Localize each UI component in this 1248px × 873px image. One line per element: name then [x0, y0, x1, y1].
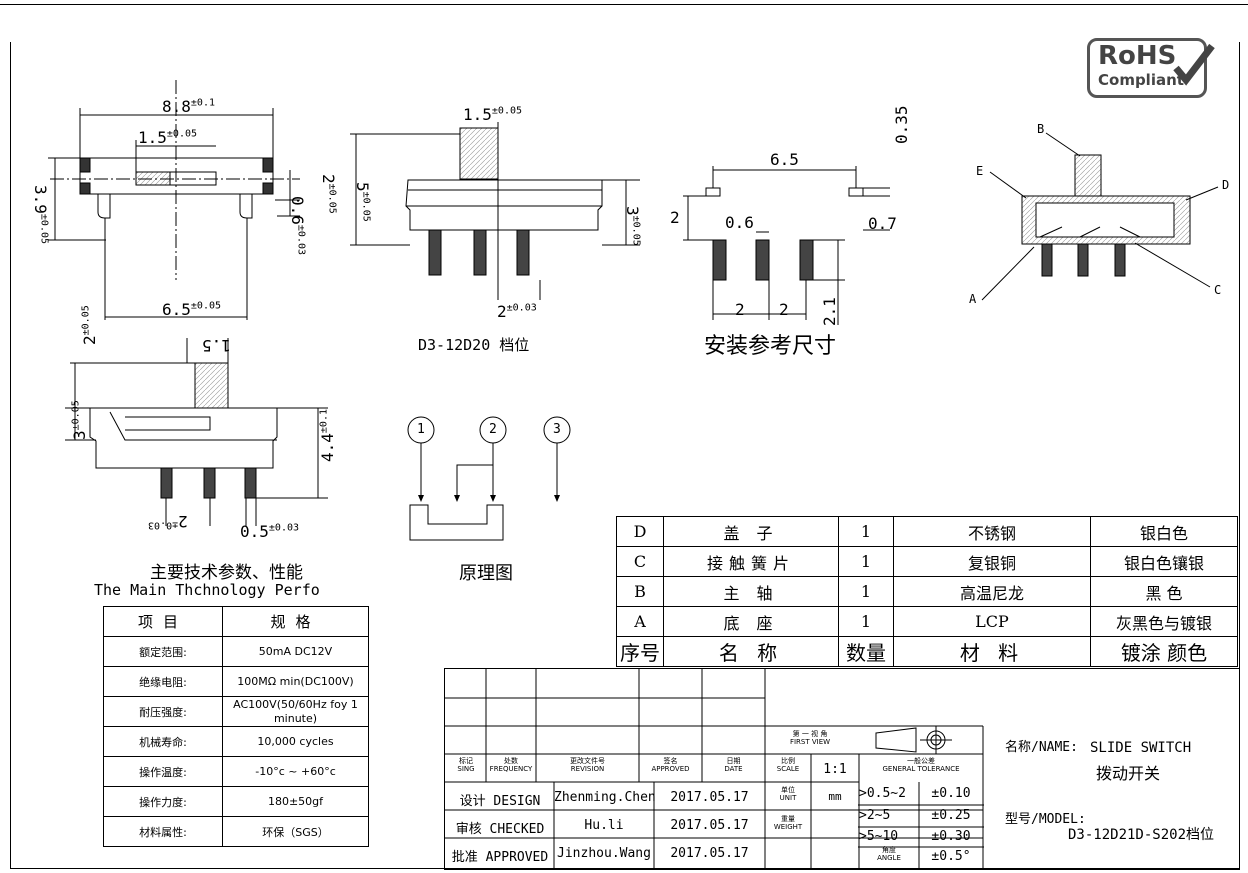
dim-pcb-h1: 0.35 [892, 105, 911, 144]
dim-pcb-pad: 0.6 [725, 213, 754, 232]
title-block [444, 668, 1240, 870]
dim-pcb-len: 2.1 [820, 297, 839, 326]
name-value-cn: 拨动开关 [1096, 764, 1161, 783]
spec-header-value: 规格 [222, 606, 369, 637]
spec-title-cn: 主要技术参数、性能 [150, 563, 303, 583]
name-value-en: SLIDE SWITCH [1090, 740, 1192, 756]
dim-side-knob: 1.5 [202, 336, 231, 355]
spec-title-en: The Main Thchnology Perfo [94, 581, 320, 599]
drawing-frame [10, 42, 1240, 869]
dim-pcb-h2: 2 [670, 208, 680, 227]
dim-side-knob-h: 2±0.05 [80, 305, 99, 345]
table-row: 耐压强度:AC100V(50/60Hz foy 1 minute) [103, 696, 369, 727]
dim-side-body: 3±0.05 [70, 400, 89, 440]
dim-top-pitch: 6.5±0.05 [162, 300, 222, 319]
schematic-node-3: 3 [553, 422, 561, 437]
schematic-node-2: 2 [489, 422, 497, 437]
tolerance-grid [858, 784, 984, 870]
top-border [0, 4, 1248, 5]
tol-value-2: ±0.25 [931, 808, 971, 823]
design-name: Zhenming.Chen [554, 790, 656, 805]
dim-front-pitch: 2±0.03 [497, 302, 537, 321]
rohs-title: RoHS [1098, 41, 1177, 71]
pcb-caption: 安装参考尺寸 [704, 334, 837, 359]
dim-pcb-width: 6.5 [770, 150, 799, 169]
dim-top-height: 3.9±0.05 [31, 185, 50, 245]
dim-top-slot: 2±0.05 [319, 174, 338, 214]
tol-value-3: ±0.30 [931, 829, 971, 844]
design-role: 设计 DESIGN [459, 794, 541, 809]
name-label: 名称/NAME: [1005, 740, 1078, 755]
tol-range-1: >0.5~2 [859, 786, 906, 801]
dim-side-pitch: 2±0.03 [148, 512, 188, 531]
table-row: 操作力度:180±50gf [103, 786, 369, 817]
dim-pcb-p2: 2 [779, 300, 789, 319]
checked-date: 2017.05.17 [670, 818, 749, 833]
table-row: 操作温度:-10°c ~ +60°c [103, 756, 369, 787]
design-date: 2017.05.17 [670, 790, 749, 805]
section-label-e: E [976, 164, 984, 178]
tol-value-1: ±0.10 [931, 786, 971, 801]
table-row: 材料属性:环保（SGS） [103, 816, 369, 847]
model-label: 型号/MODEL: [1005, 812, 1086, 827]
section-label-b: B [1037, 122, 1045, 136]
spec-header-item: 项目 [103, 606, 223, 637]
approved-name: Jinzhou.Wang [557, 846, 651, 861]
tol-range-3: >5~10 [859, 829, 899, 844]
dim-top-knob: 1.5±0.05 [138, 128, 198, 147]
rohs-subtitle: Compliant [1098, 71, 1184, 89]
dim-front-right: 3±0.05 [623, 206, 642, 246]
table-header-row: 序号名 称数量材 料镀涂 颜色 [616, 636, 1238, 667]
checked-role: 审核 CHECKED [455, 822, 545, 837]
dim-top-width: 8.8±0.1 [162, 97, 215, 116]
check-icon [1173, 43, 1215, 86]
table-row: 机械寿命:10,000 cycles [103, 726, 369, 757]
approved-role: 批准 APPROVED [451, 850, 549, 865]
dim-pcb-p1: 2 [735, 300, 745, 319]
unit-value: mm [828, 790, 842, 803]
model-value: D3-12D21D-S202档位 [1068, 827, 1215, 843]
dim-pcb-pad2: 0.7 [868, 214, 897, 233]
table-row: 绝缘电阻:100MΩ min(DC100V) [103, 666, 369, 697]
rohs-logo: RoHS Compliant [1087, 38, 1207, 98]
section-label-c: C [1214, 283, 1222, 297]
front-caption: D3-12D20 档位 [418, 336, 530, 354]
schematic-node-1: 1 [417, 422, 425, 437]
table-row: 额定范围:50mA DC12V [103, 636, 369, 667]
dim-front-left: 5±0.05 [353, 182, 372, 222]
tol-range-2: >2~5 [859, 808, 891, 823]
dim-front-knob: 1.5±0.05 [463, 105, 523, 124]
section-label-a: A [969, 292, 977, 306]
schematic-caption: 原理图 [459, 563, 513, 584]
dim-side-total: 4.4±0.1 [318, 409, 337, 462]
approved-date: 2017.05.17 [670, 846, 749, 861]
section-label-d: D [1222, 178, 1230, 192]
checked-name: Hu.li [584, 818, 624, 833]
dim-top-pin: 0.6±0.03 [288, 196, 307, 256]
spec-table: 项目 规格 额定范围:50mA DC12V 绝缘电阻:100MΩ min(DC1… [103, 606, 369, 847]
scale-value: 1:1 [823, 762, 847, 777]
dim-side-pin: 0.5±0.03 [240, 522, 300, 541]
tol-value-4: ±0.5° [931, 849, 971, 864]
